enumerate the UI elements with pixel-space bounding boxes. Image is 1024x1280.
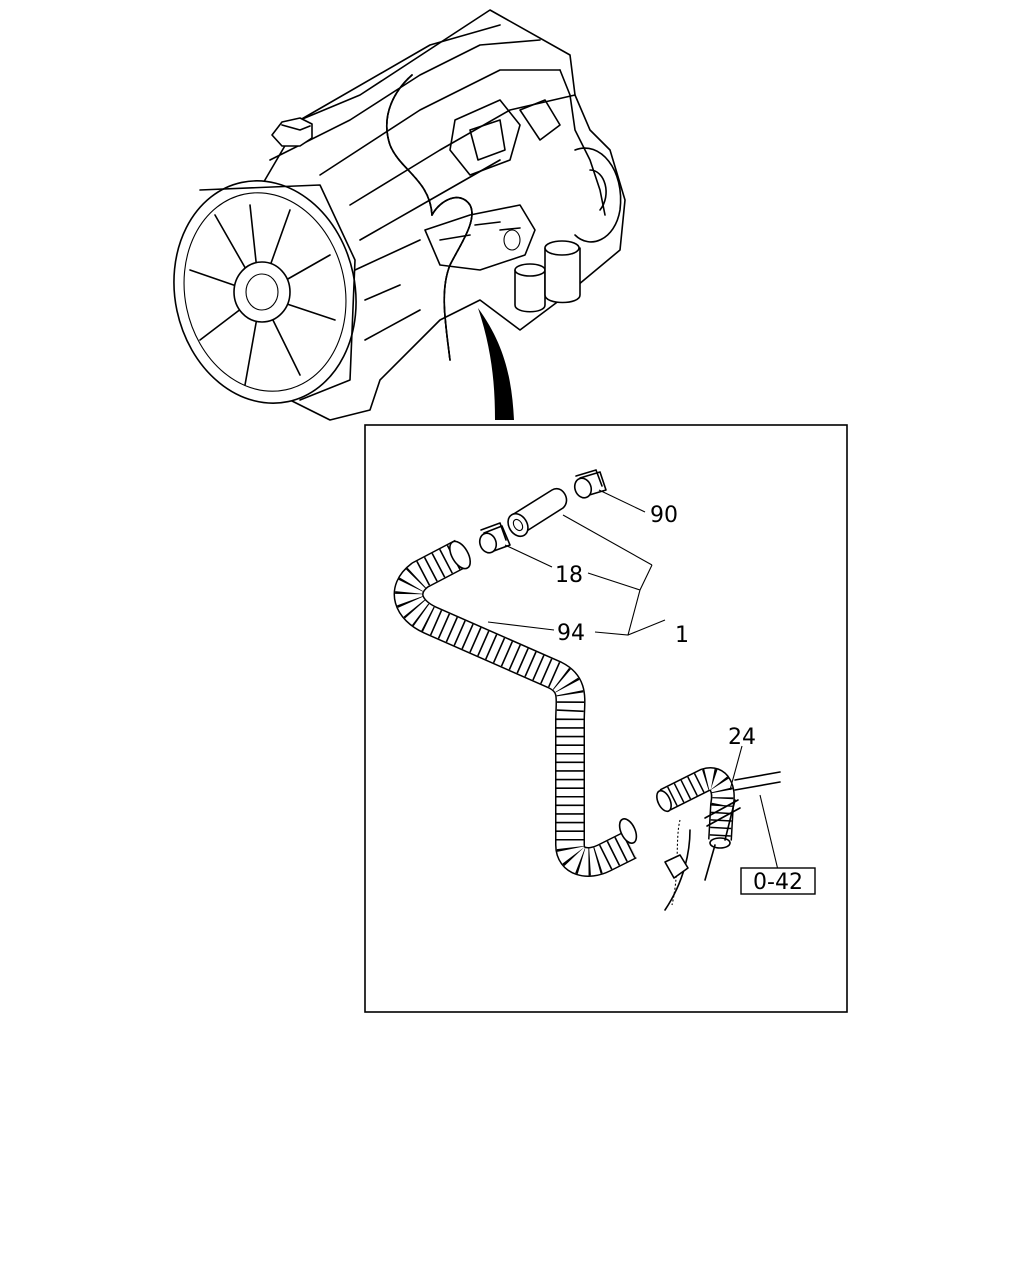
callout-90: 90 [650, 503, 678, 528]
reference-label: 0-42 [753, 870, 803, 895]
callout-24: 24 [728, 725, 756, 750]
callout-18: 18 [555, 563, 583, 588]
leader-lines [487, 489, 779, 871]
callout-94: 94 [557, 621, 585, 646]
pointer-arrow-icon [478, 308, 514, 420]
hose-clamp-icon [478, 522, 511, 554]
engine-illustration [173, 9, 626, 421]
connector-tube-icon [507, 487, 568, 538]
corrugated-hose-icon [656, 767, 741, 849]
detail-frame [364, 424, 848, 1013]
corrugated-hose-icon [393, 539, 638, 877]
callout-1: 1 [675, 623, 689, 648]
reference-box [740, 867, 816, 895]
